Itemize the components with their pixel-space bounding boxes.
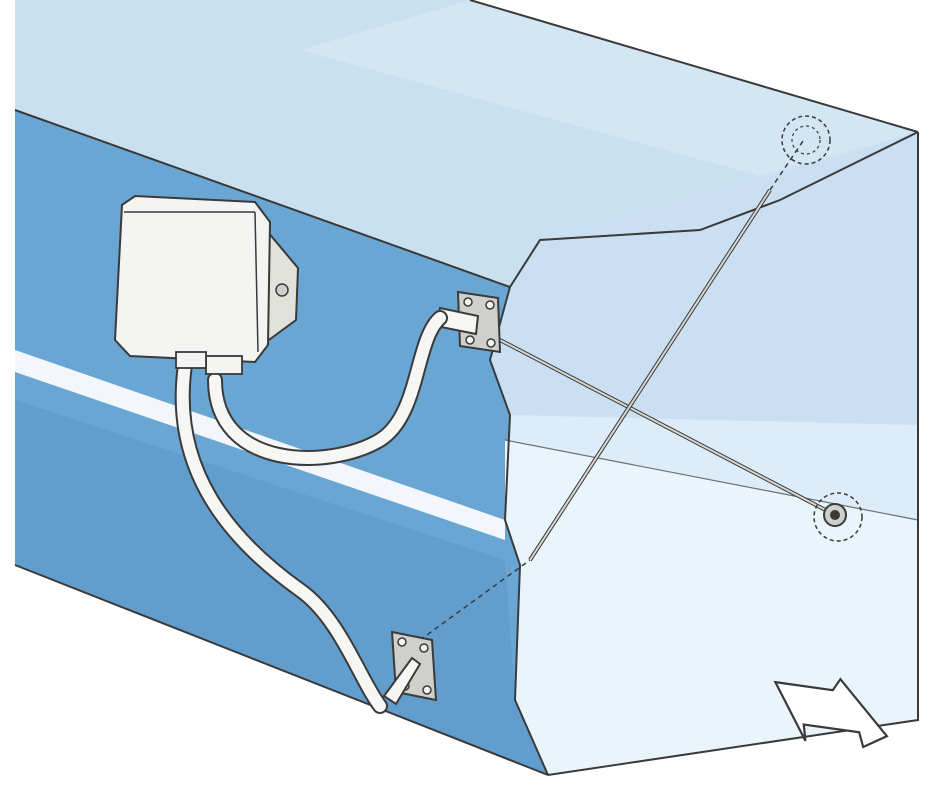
lower-mount [382,630,438,706]
airflow-arrow [773,677,889,749]
duct-inner-wall [490,132,918,425]
lower-tube-fill [176,359,386,712]
lower-anchor [813,492,863,542]
probe-lower-rod-inner [529,189,771,561]
upper-anchor [781,115,831,165]
upper-tube-fill [209,312,446,464]
duct-outline [14,0,919,776]
probe-upper-rod-inner [499,339,836,516]
duct-top-highlight [300,0,918,176]
probe-lower-hidden [419,559,531,641]
probe-upper-hidden [769,137,806,191]
duct-inner-edge [504,439,919,521]
electrical-box [113,194,300,375]
